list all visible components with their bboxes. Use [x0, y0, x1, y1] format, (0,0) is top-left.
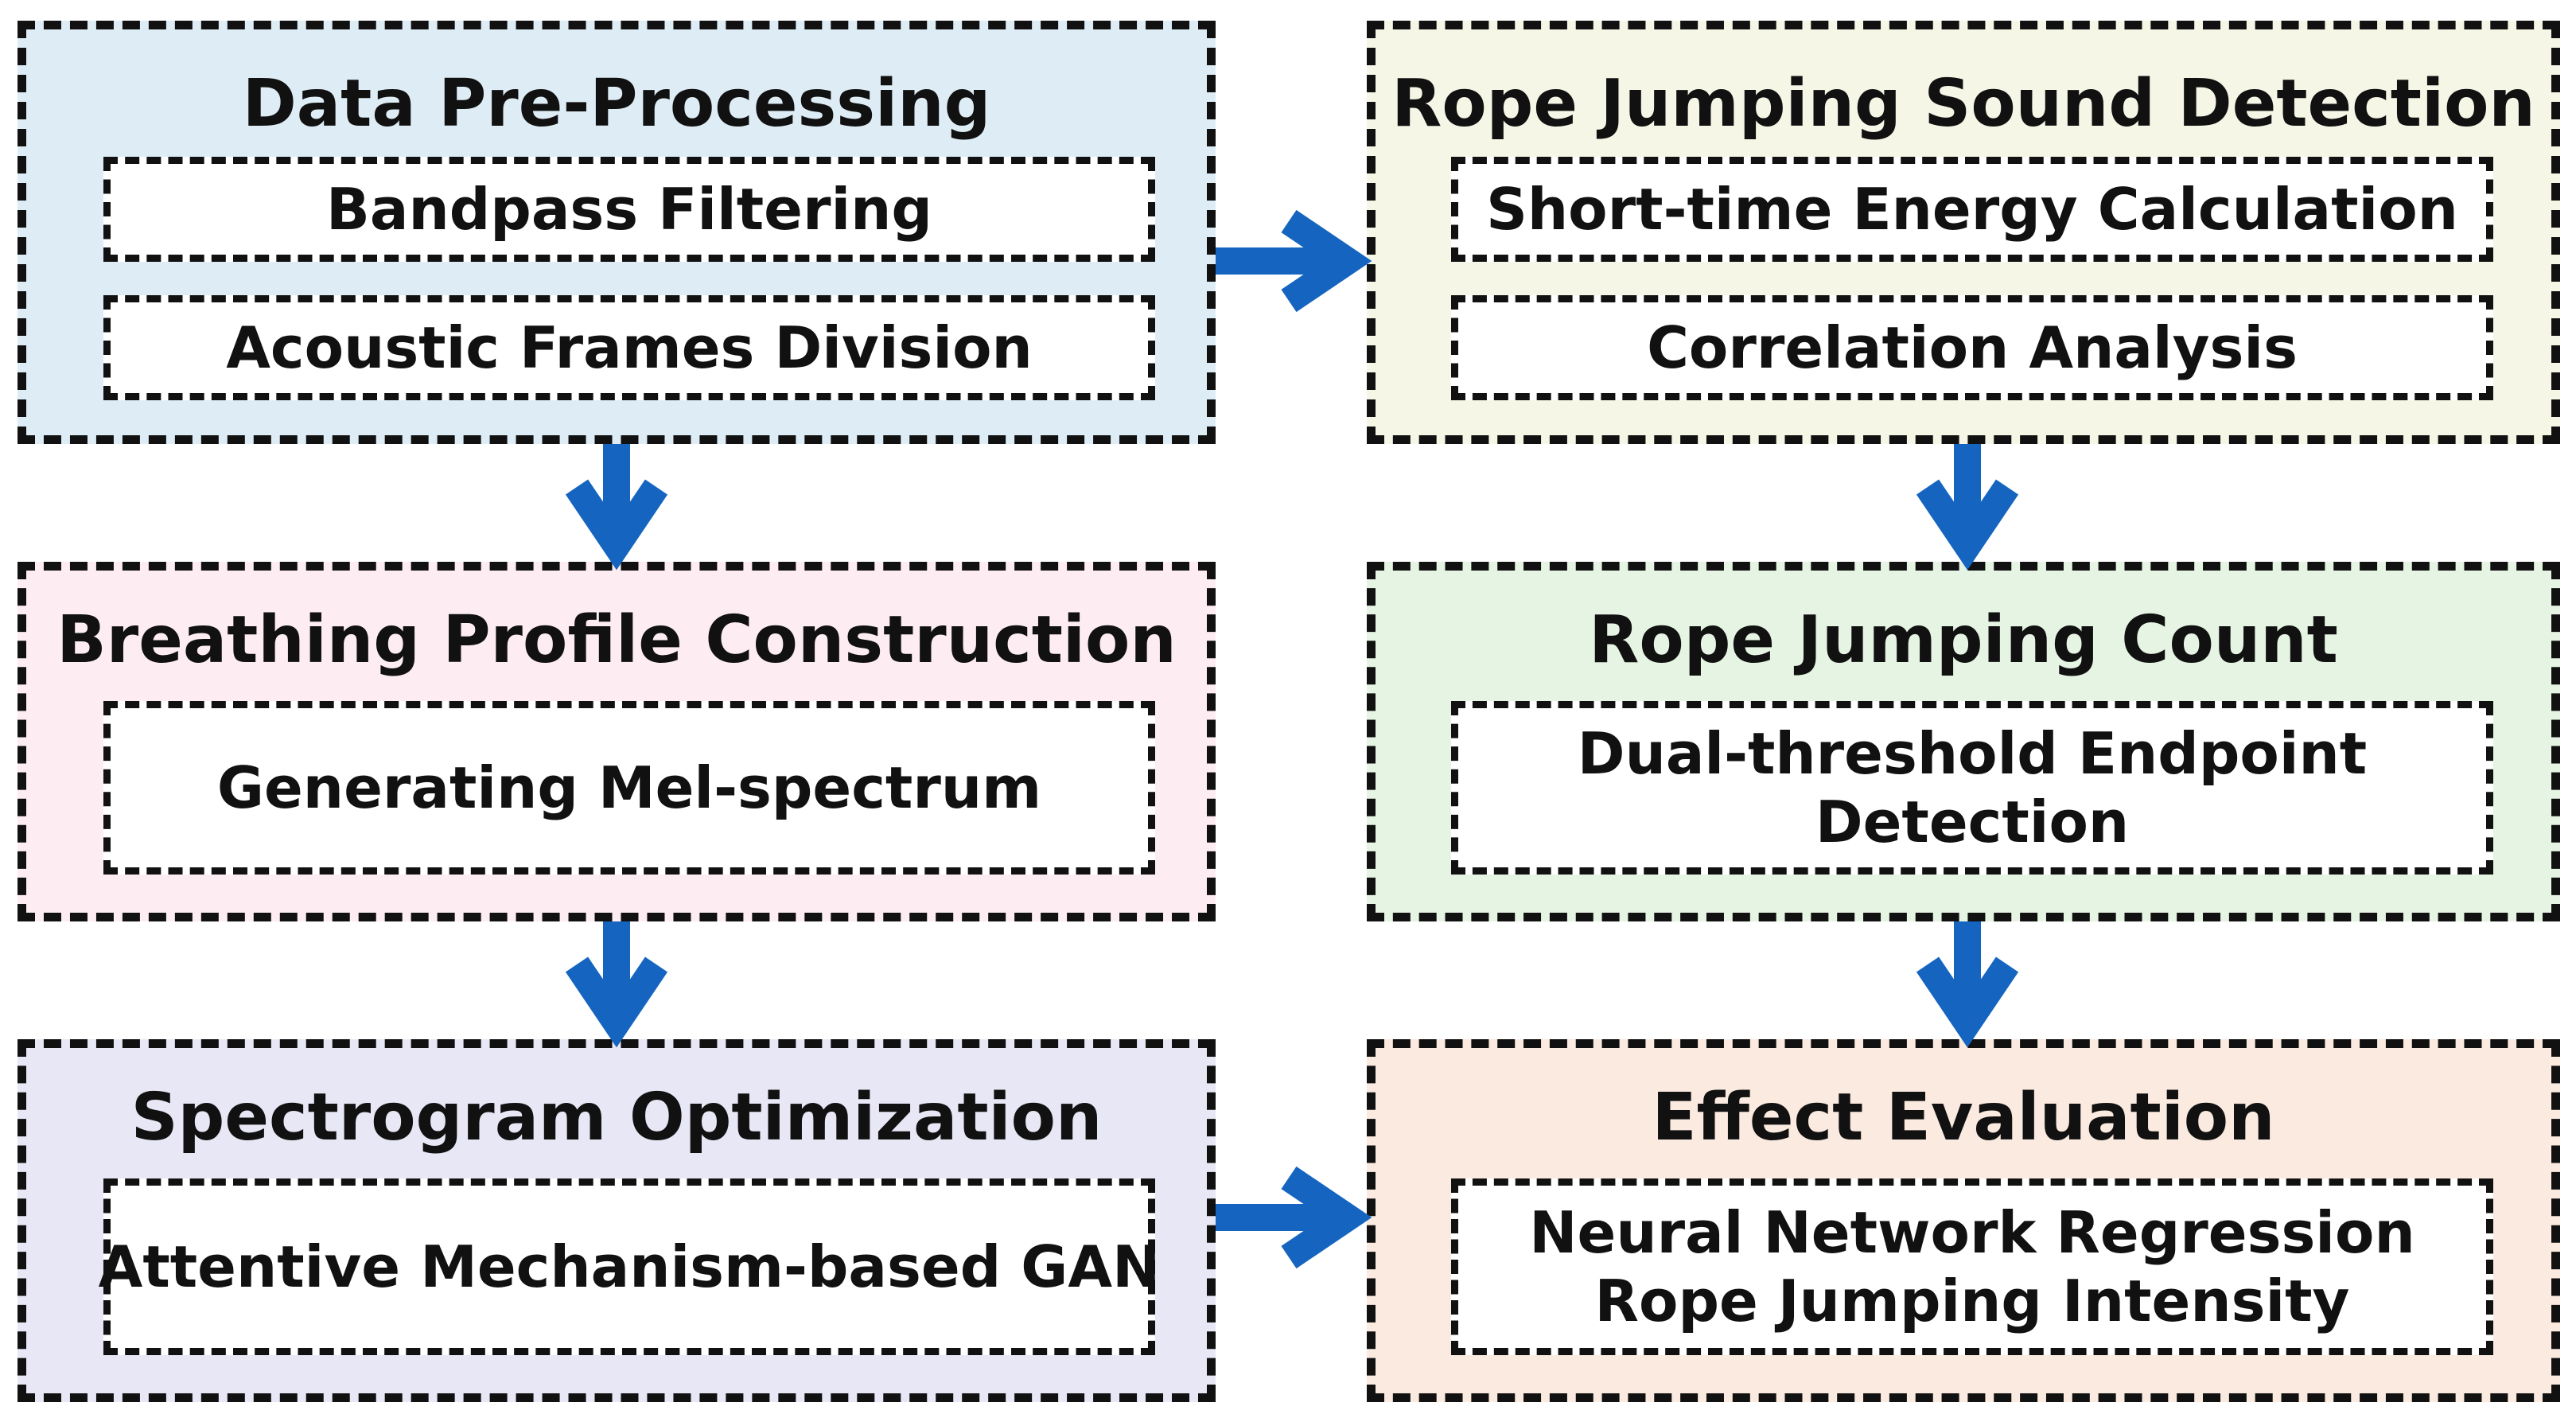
panel-title: Breathing Profile Construction: [56, 602, 1177, 678]
step-label: Correlation Analysis: [1647, 314, 2298, 381]
panel-sound-detection: Rope Jumping Sound Detection Short-time …: [1367, 21, 2560, 444]
panel-title: Rope Jumping Count: [1589, 602, 2338, 678]
step-dual-threshold-detection: Dual-threshold Endpoint Detection: [1451, 701, 2493, 875]
arrow-down-icon: [1916, 444, 2019, 571]
step-label: Bandpass Filtering: [326, 176, 932, 243]
arrow-down-icon: [1916, 921, 2019, 1048]
panel-title: Rope Jumping Sound Detection: [1391, 66, 2535, 142]
panel-title: Data Pre-Processing: [242, 66, 991, 142]
step-short-time-energy: Short-time Energy Calculation: [1451, 157, 2493, 262]
step-neural-network-regression: Neural Network Regression Rope Jumping I…: [1451, 1178, 2493, 1355]
step-label: Attentive Mechanism-based GAN: [98, 1233, 1161, 1300]
step-label: Acoustic Frames Division: [226, 314, 1033, 381]
step-correlation-analysis: Correlation Analysis: [1451, 295, 2493, 400]
step-label: Short-time Energy Calculation: [1486, 176, 2458, 243]
arrow-right-icon: [1216, 1166, 1372, 1269]
step-label-line-2: Detection: [1815, 789, 2130, 855]
step-label-line-2: Rope Jumping Intensity: [1594, 1268, 2350, 1334]
arrow-right-icon: [1216, 209, 1372, 313]
panel-effect-evaluation: Effect Evaluation Neural Network Regress…: [1367, 1039, 2560, 1402]
step-label-line-1: Dual-threshold Endpoint: [1577, 720, 2368, 787]
step-label-line-1: Neural Network Regression: [1529, 1199, 2415, 1266]
panel-spectrogram-optimization: Spectrogram Optimization Attentive Mecha…: [18, 1039, 1216, 1402]
step-label: Generating Mel-spectrum: [216, 754, 1042, 821]
step-generating-mel-spectrum: Generating Mel-spectrum: [103, 701, 1155, 875]
panel-title: Spectrogram Optimization: [130, 1080, 1103, 1155]
panel-jumping-count: Rope Jumping Count Dual-threshold Endpoi…: [1367, 562, 2560, 921]
panel-breathing-profile: Breathing Profile Construction Generatin…: [18, 562, 1216, 921]
step-bandpass-filtering: Bandpass Filtering: [103, 157, 1155, 262]
arrow-down-icon: [565, 444, 668, 571]
arrow-down-icon: [565, 921, 668, 1048]
step-acoustic-frames-division: Acoustic Frames Division: [103, 295, 1155, 400]
step-attentive-gan: Attentive Mechanism-based GAN: [99, 1178, 1160, 1355]
panel-title: Effect Evaluation: [1652, 1080, 2275, 1155]
panel-data-preprocessing: Data Pre-Processing Bandpass Filtering A…: [18, 21, 1216, 444]
